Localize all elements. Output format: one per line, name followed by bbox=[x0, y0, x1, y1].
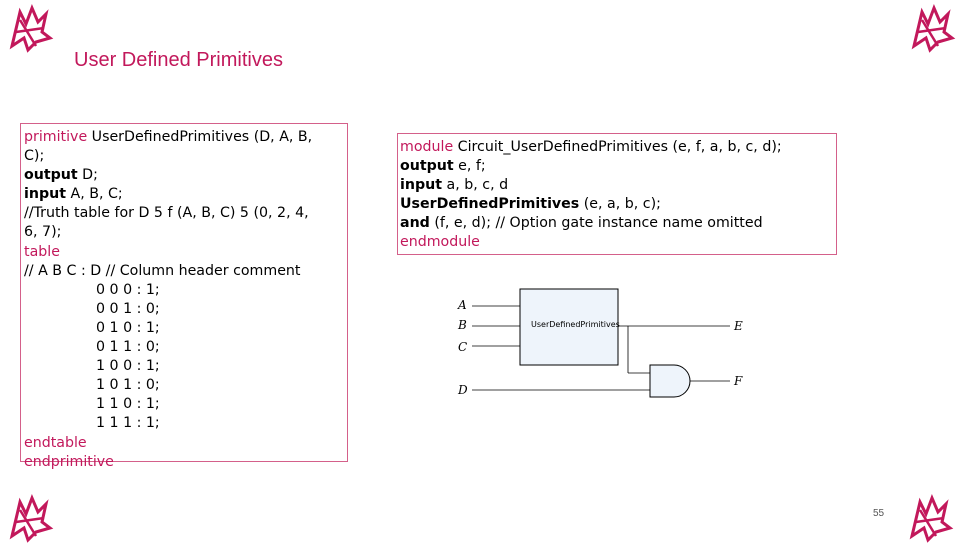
truth-table-row: 0 1 0 : 1; bbox=[96, 319, 160, 336]
keyword-output: output bbox=[24, 167, 78, 184]
university-logo-icon bbox=[908, 2, 956, 54]
code-text: A, B, C; bbox=[66, 186, 123, 203]
code-line: and (f, e, d); // Option gate instance n… bbox=[400, 214, 830, 233]
keyword-table: table bbox=[24, 243, 60, 260]
truth-table-row: 0 0 1 : 0; bbox=[96, 300, 160, 317]
code-text: D; bbox=[77, 167, 98, 184]
code-line: UserDefinedPrimitives (e, a, b, c); bbox=[400, 195, 830, 214]
input-label-d: D bbox=[457, 383, 468, 397]
code-text: UserDefinedPrimitives (D, A, B, bbox=[87, 129, 313, 145]
output-label-f: F bbox=[733, 374, 743, 388]
code-comment: //Truth table for D 5 f (A, B, C) 5 (0, … bbox=[24, 205, 309, 222]
truth-table-row: 1 0 1 : 0; bbox=[96, 377, 160, 394]
university-logo-icon bbox=[6, 2, 54, 54]
code-text: (e, a, b, c); bbox=[579, 196, 661, 213]
university-logo-icon bbox=[906, 492, 954, 544]
and-gate bbox=[649, 364, 691, 398]
truth-table-row: 1 1 0 : 1; bbox=[96, 396, 160, 413]
code-line: output e, f; bbox=[400, 157, 830, 176]
output-label-e: E bbox=[733, 319, 743, 333]
code-text: e, f; bbox=[453, 158, 486, 175]
input-label-b: B bbox=[457, 318, 467, 332]
code-line: primitive UserDefinedPrimitives (D, A, B… bbox=[24, 128, 341, 147]
keyword-endmodule: endmodule bbox=[400, 234, 480, 251]
code-line: 6, 7); bbox=[24, 224, 62, 241]
keyword-input: input bbox=[400, 177, 443, 194]
keyword-input: input bbox=[24, 186, 67, 203]
code-line: input A, B, C; bbox=[24, 185, 341, 204]
page-number: 55 bbox=[873, 508, 885, 519]
code-comment: // A B C : D // Column header comment bbox=[24, 262, 301, 279]
truth-table-row: 1 1 1 : 1; bbox=[96, 415, 160, 432]
module-code-block: module Circuit_UserDefinedPrimitives (e,… bbox=[397, 133, 837, 255]
primitive-code-block: primitive UserDefinedPrimitives (D, A, B… bbox=[20, 123, 348, 470]
keyword-and: and bbox=[400, 215, 430, 232]
slide-title: User Defined Primitives bbox=[74, 49, 283, 71]
keyword-endprimitive: endprimitive bbox=[24, 453, 114, 470]
keyword-module: module bbox=[400, 139, 454, 155]
code-text: a, b, c, d bbox=[442, 177, 509, 194]
code-text: Circuit_UserDefinedPrimitives (e, f, a, … bbox=[453, 139, 782, 155]
code-line: C); bbox=[24, 148, 45, 165]
university-logo-icon bbox=[6, 492, 54, 544]
code-line: input a, b, c, d bbox=[400, 176, 830, 195]
truth-table-row: 0 1 1 : 0; bbox=[96, 339, 160, 356]
code-line: output D; bbox=[24, 166, 341, 185]
code-line: module Circuit_UserDefinedPrimitives (e,… bbox=[400, 138, 830, 157]
instance-name: UserDefinedPrimitives bbox=[400, 196, 580, 213]
keyword-endtable: endtable bbox=[24, 434, 87, 451]
circuit-diagram: A B C D E F bbox=[450, 285, 750, 405]
udp-block bbox=[519, 288, 619, 366]
input-label-a: A bbox=[457, 298, 467, 312]
udp-block-label: UserDefinedPrimitives bbox=[531, 320, 620, 329]
input-label-c: C bbox=[458, 340, 467, 354]
keyword-primitive: primitive bbox=[24, 129, 88, 145]
truth-table-row: 1 0 0 : 1; bbox=[96, 358, 160, 375]
truth-table-row: 0 0 0 : 1; bbox=[96, 281, 160, 298]
keyword-output: output bbox=[400, 158, 454, 175]
code-text: (f, e, d); // Option gate instance name … bbox=[429, 215, 763, 232]
